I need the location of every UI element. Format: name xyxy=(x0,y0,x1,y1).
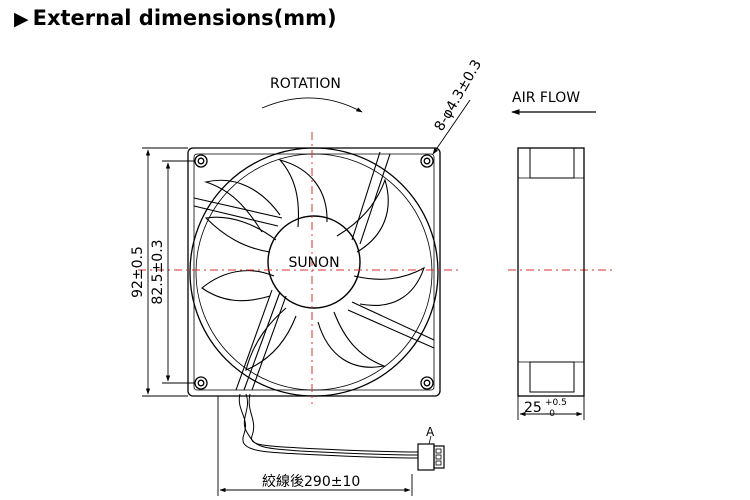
fan-hub xyxy=(267,215,361,309)
brand-label: SUNON xyxy=(288,255,339,271)
side-top-slot xyxy=(529,147,575,179)
mounting-hole-bottom-left-icon xyxy=(194,376,208,390)
lead-length-label: 絞線後290±10 xyxy=(262,474,360,490)
venturi-ring-inner xyxy=(195,153,433,391)
side-body xyxy=(517,147,585,397)
mounting-holes xyxy=(194,154,434,390)
frame-struts xyxy=(193,151,435,391)
hole-pitch-label: 82.5±0.3 xyxy=(150,239,166,304)
fan-side-view xyxy=(517,147,585,420)
title-marker-icon: ▶ xyxy=(14,8,29,30)
thickness-tol-plus: +0.5 xyxy=(545,398,567,408)
centerlines xyxy=(138,132,612,404)
thickness-tol-minus: -0 xyxy=(546,409,555,419)
outer-dimension-label: 92±0.5 xyxy=(130,246,146,298)
lead-wires xyxy=(238,393,419,459)
connector-label: A xyxy=(426,425,435,439)
mounting-hole-top-left-icon xyxy=(194,154,208,168)
air-flow-label: AIR FLOW xyxy=(512,90,580,106)
fan-front-view xyxy=(187,147,441,397)
venturi-ring xyxy=(189,147,439,397)
connector-housing xyxy=(417,443,435,471)
page-title-text: External dimensions(mm) xyxy=(32,6,337,30)
hole-spec-label: 8-φ4.3±0.3 xyxy=(432,57,486,134)
impeller-blades-icon xyxy=(201,158,425,371)
side-bottom-slot xyxy=(529,361,575,393)
connector-a xyxy=(417,435,445,471)
mounting-hole-top-right-icon xyxy=(420,154,434,168)
mounting-hole-bottom-right-icon xyxy=(420,376,434,390)
thickness-label: 25 xyxy=(524,400,542,416)
page-title: ▶External dimensions(mm) xyxy=(14,6,337,30)
dimension-lines xyxy=(142,97,471,496)
rotation-label: ROTATION xyxy=(270,76,341,92)
